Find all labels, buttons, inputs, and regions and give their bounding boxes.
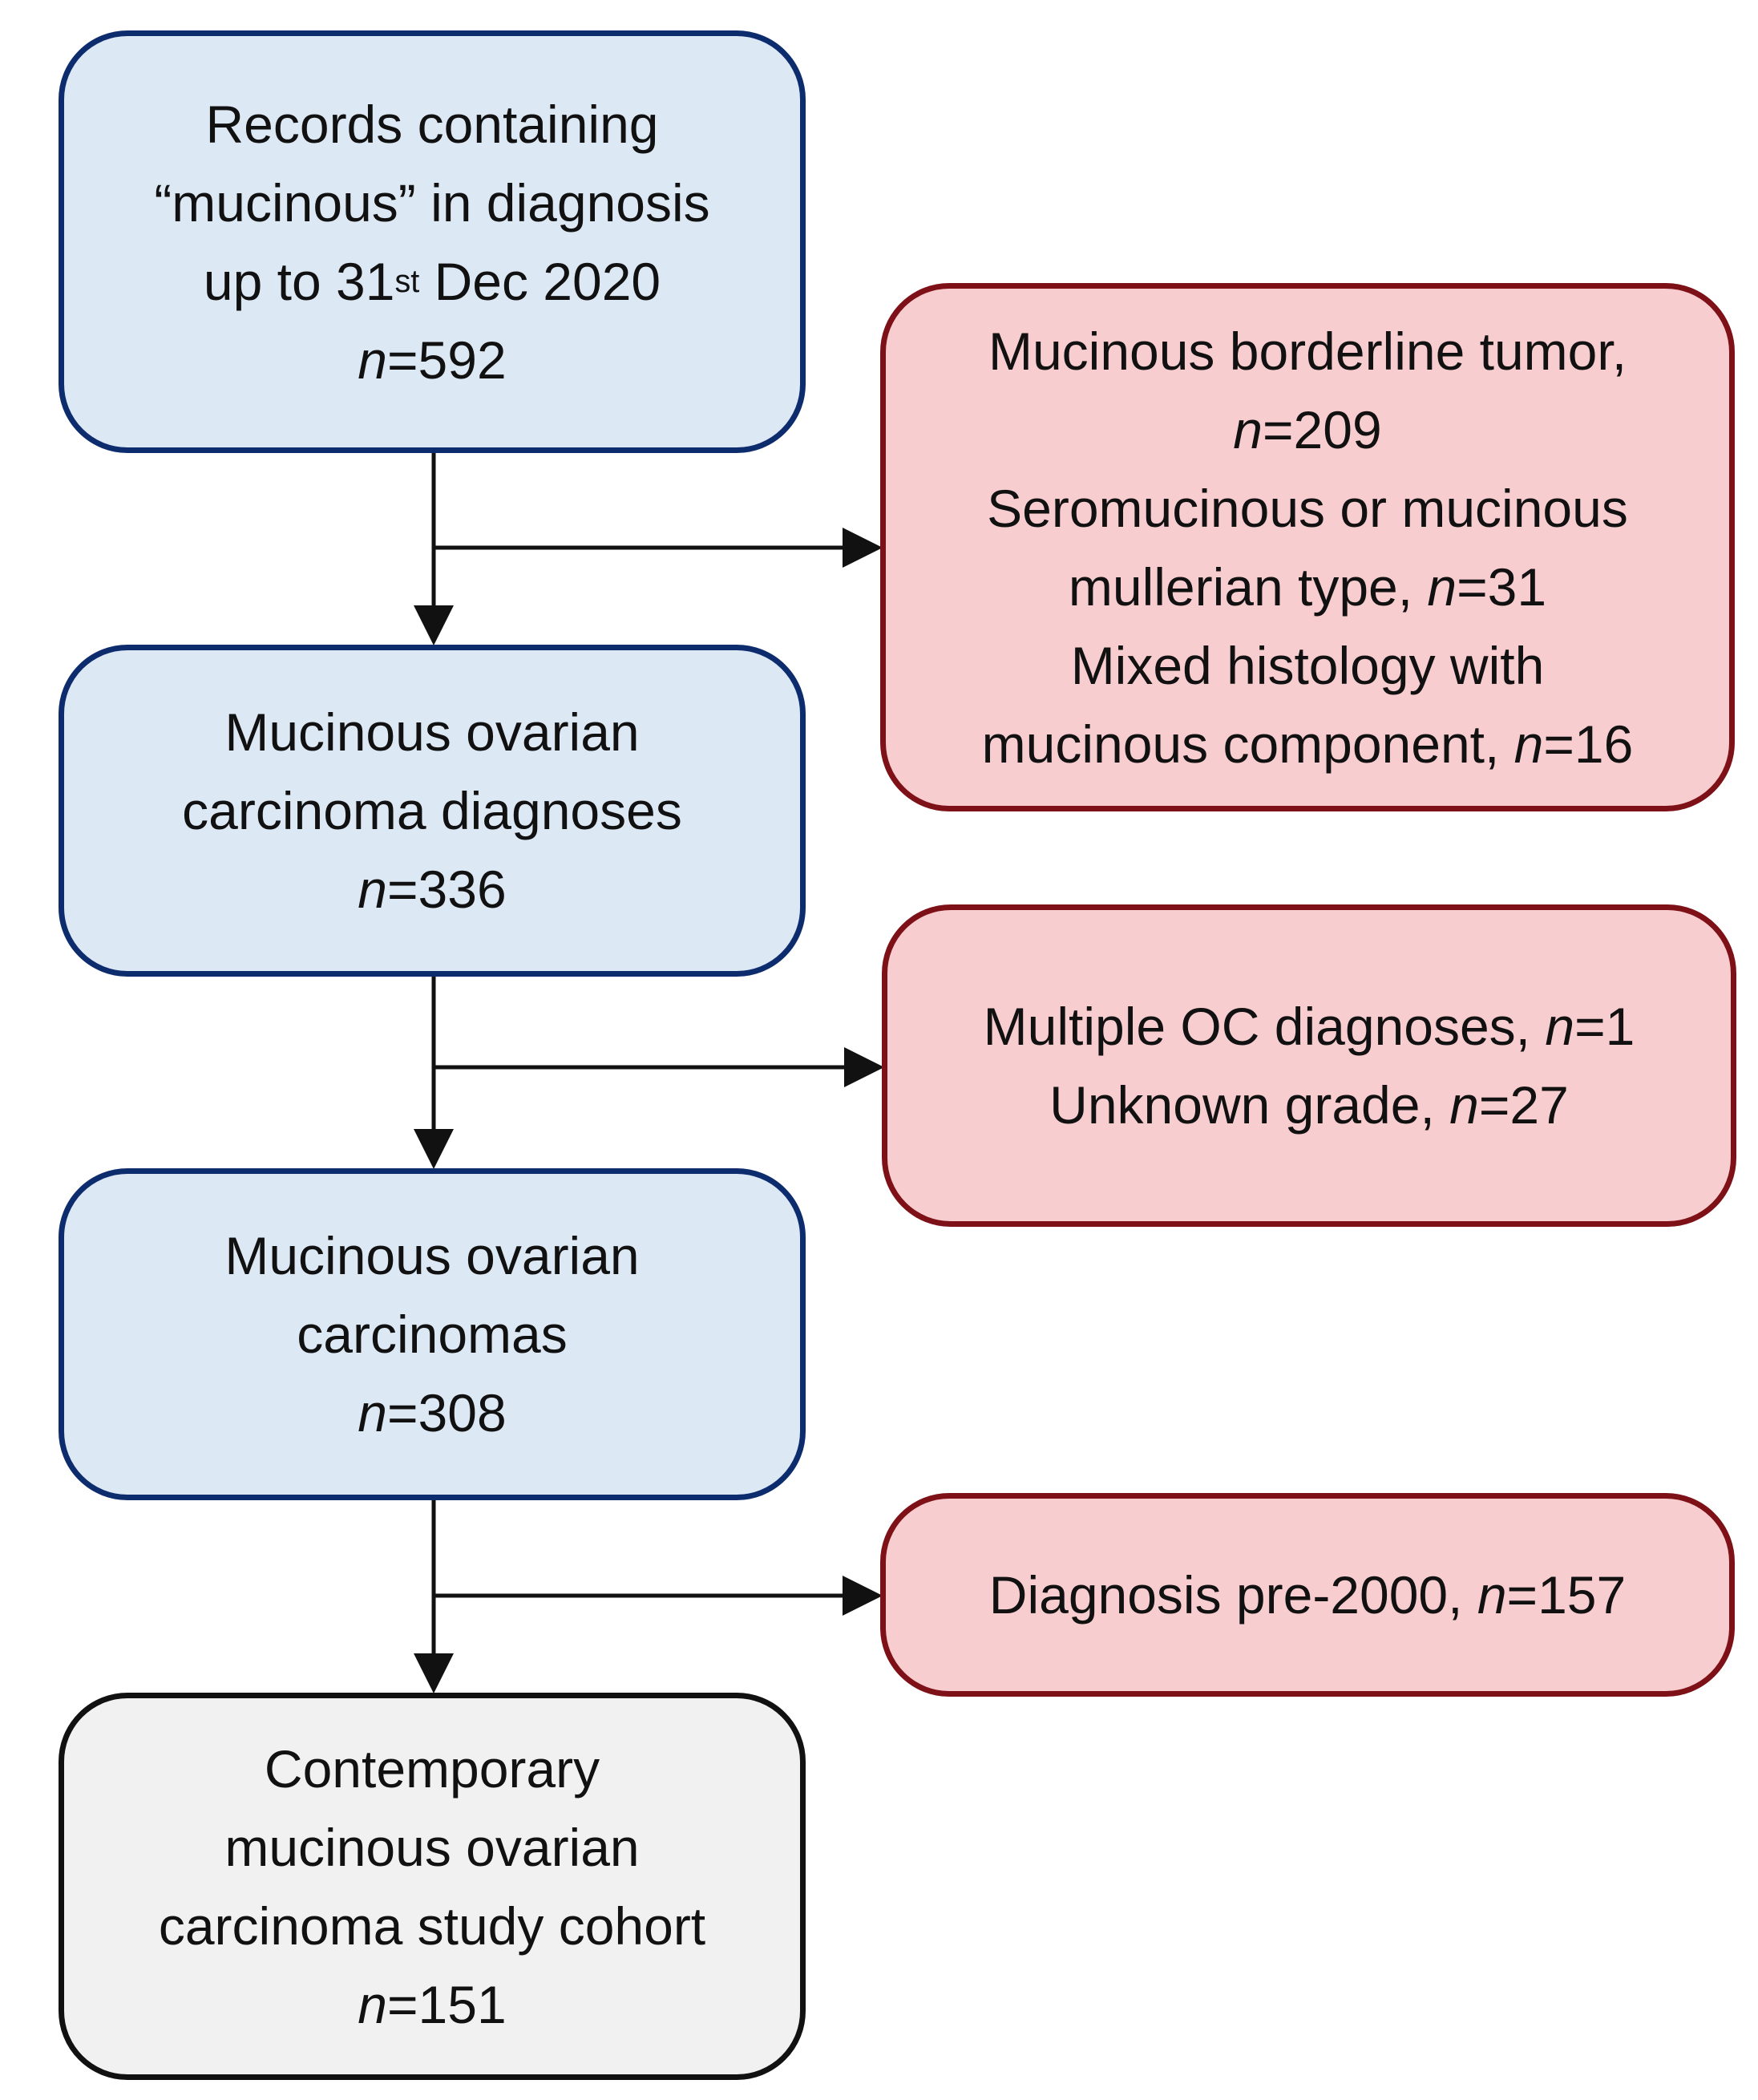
- ordinal-suffix: st: [394, 263, 420, 299]
- exclusion-box-second: Multiple OC diagnoses, n=1 Unknown grade…: [882, 904, 1736, 1227]
- moc-line1: Mucinous ovarian: [224, 1226, 640, 1285]
- exclusion-unknown-grade: Unknown grade, n=27: [1049, 1075, 1569, 1135]
- cohort-count: n=151: [358, 1974, 507, 2034]
- exclusion-box-third: Diagnosis pre-2000, n=157: [880, 1493, 1735, 1697]
- exclusion-seromucinous-line2: mullerian type, n=31: [1068, 556, 1547, 617]
- moc-diagnoses-line1: Mucinous ovarian: [224, 702, 640, 762]
- records-box: Records containing “mucinous” in diagnos…: [59, 30, 806, 453]
- exclusion-pre2000: Diagnosis pre-2000, n=157: [988, 1565, 1627, 1625]
- cohort-box: Contemporary mucinous ovarian carcinoma …: [59, 1693, 806, 2080]
- records-line3: up to 31st Dec 2020: [203, 251, 661, 311]
- exclusion-borderline-count: n=209: [1233, 399, 1382, 459]
- moc-diagnoses-line2: carcinoma diagnoses: [182, 781, 682, 840]
- moc-line2: carcinomas: [297, 1305, 568, 1364]
- cohort-line1: Contemporary: [264, 1738, 600, 1799]
- exclusion-box-first: Mucinous borderline tumor, n=209 Seromuc…: [880, 283, 1735, 811]
- exclusion-mixed-line1: Mixed histology with: [1070, 635, 1545, 695]
- moc-diagnoses-count: n=336: [358, 860, 507, 919]
- moc-diagnoses-box: Mucinous ovarian carcinoma diagnoses n=3…: [59, 645, 806, 977]
- moc-box: Mucinous ovarian carcinomas n=308: [59, 1168, 806, 1500]
- exclusion-seromucinous-line1: Seromucinous or mucinous: [987, 478, 1628, 538]
- cohort-line3: carcinoma study cohort: [158, 1896, 706, 1956]
- records-line2: “mucinous” in diagnosis: [154, 172, 710, 233]
- exclusion-multiple-oc: Multiple OC diagnoses, n=1: [983, 997, 1635, 1056]
- cohort-line2: mucinous ovarian: [224, 1817, 640, 1877]
- records-line1: Records containing: [205, 94, 659, 154]
- records-count: n=592: [358, 330, 507, 390]
- exclusion-borderline-label: Mucinous borderline tumor,: [988, 321, 1627, 381]
- exclusion-mixed-line2: mucinous component, n=16: [981, 714, 1634, 774]
- moc-count: n=308: [358, 1383, 507, 1442]
